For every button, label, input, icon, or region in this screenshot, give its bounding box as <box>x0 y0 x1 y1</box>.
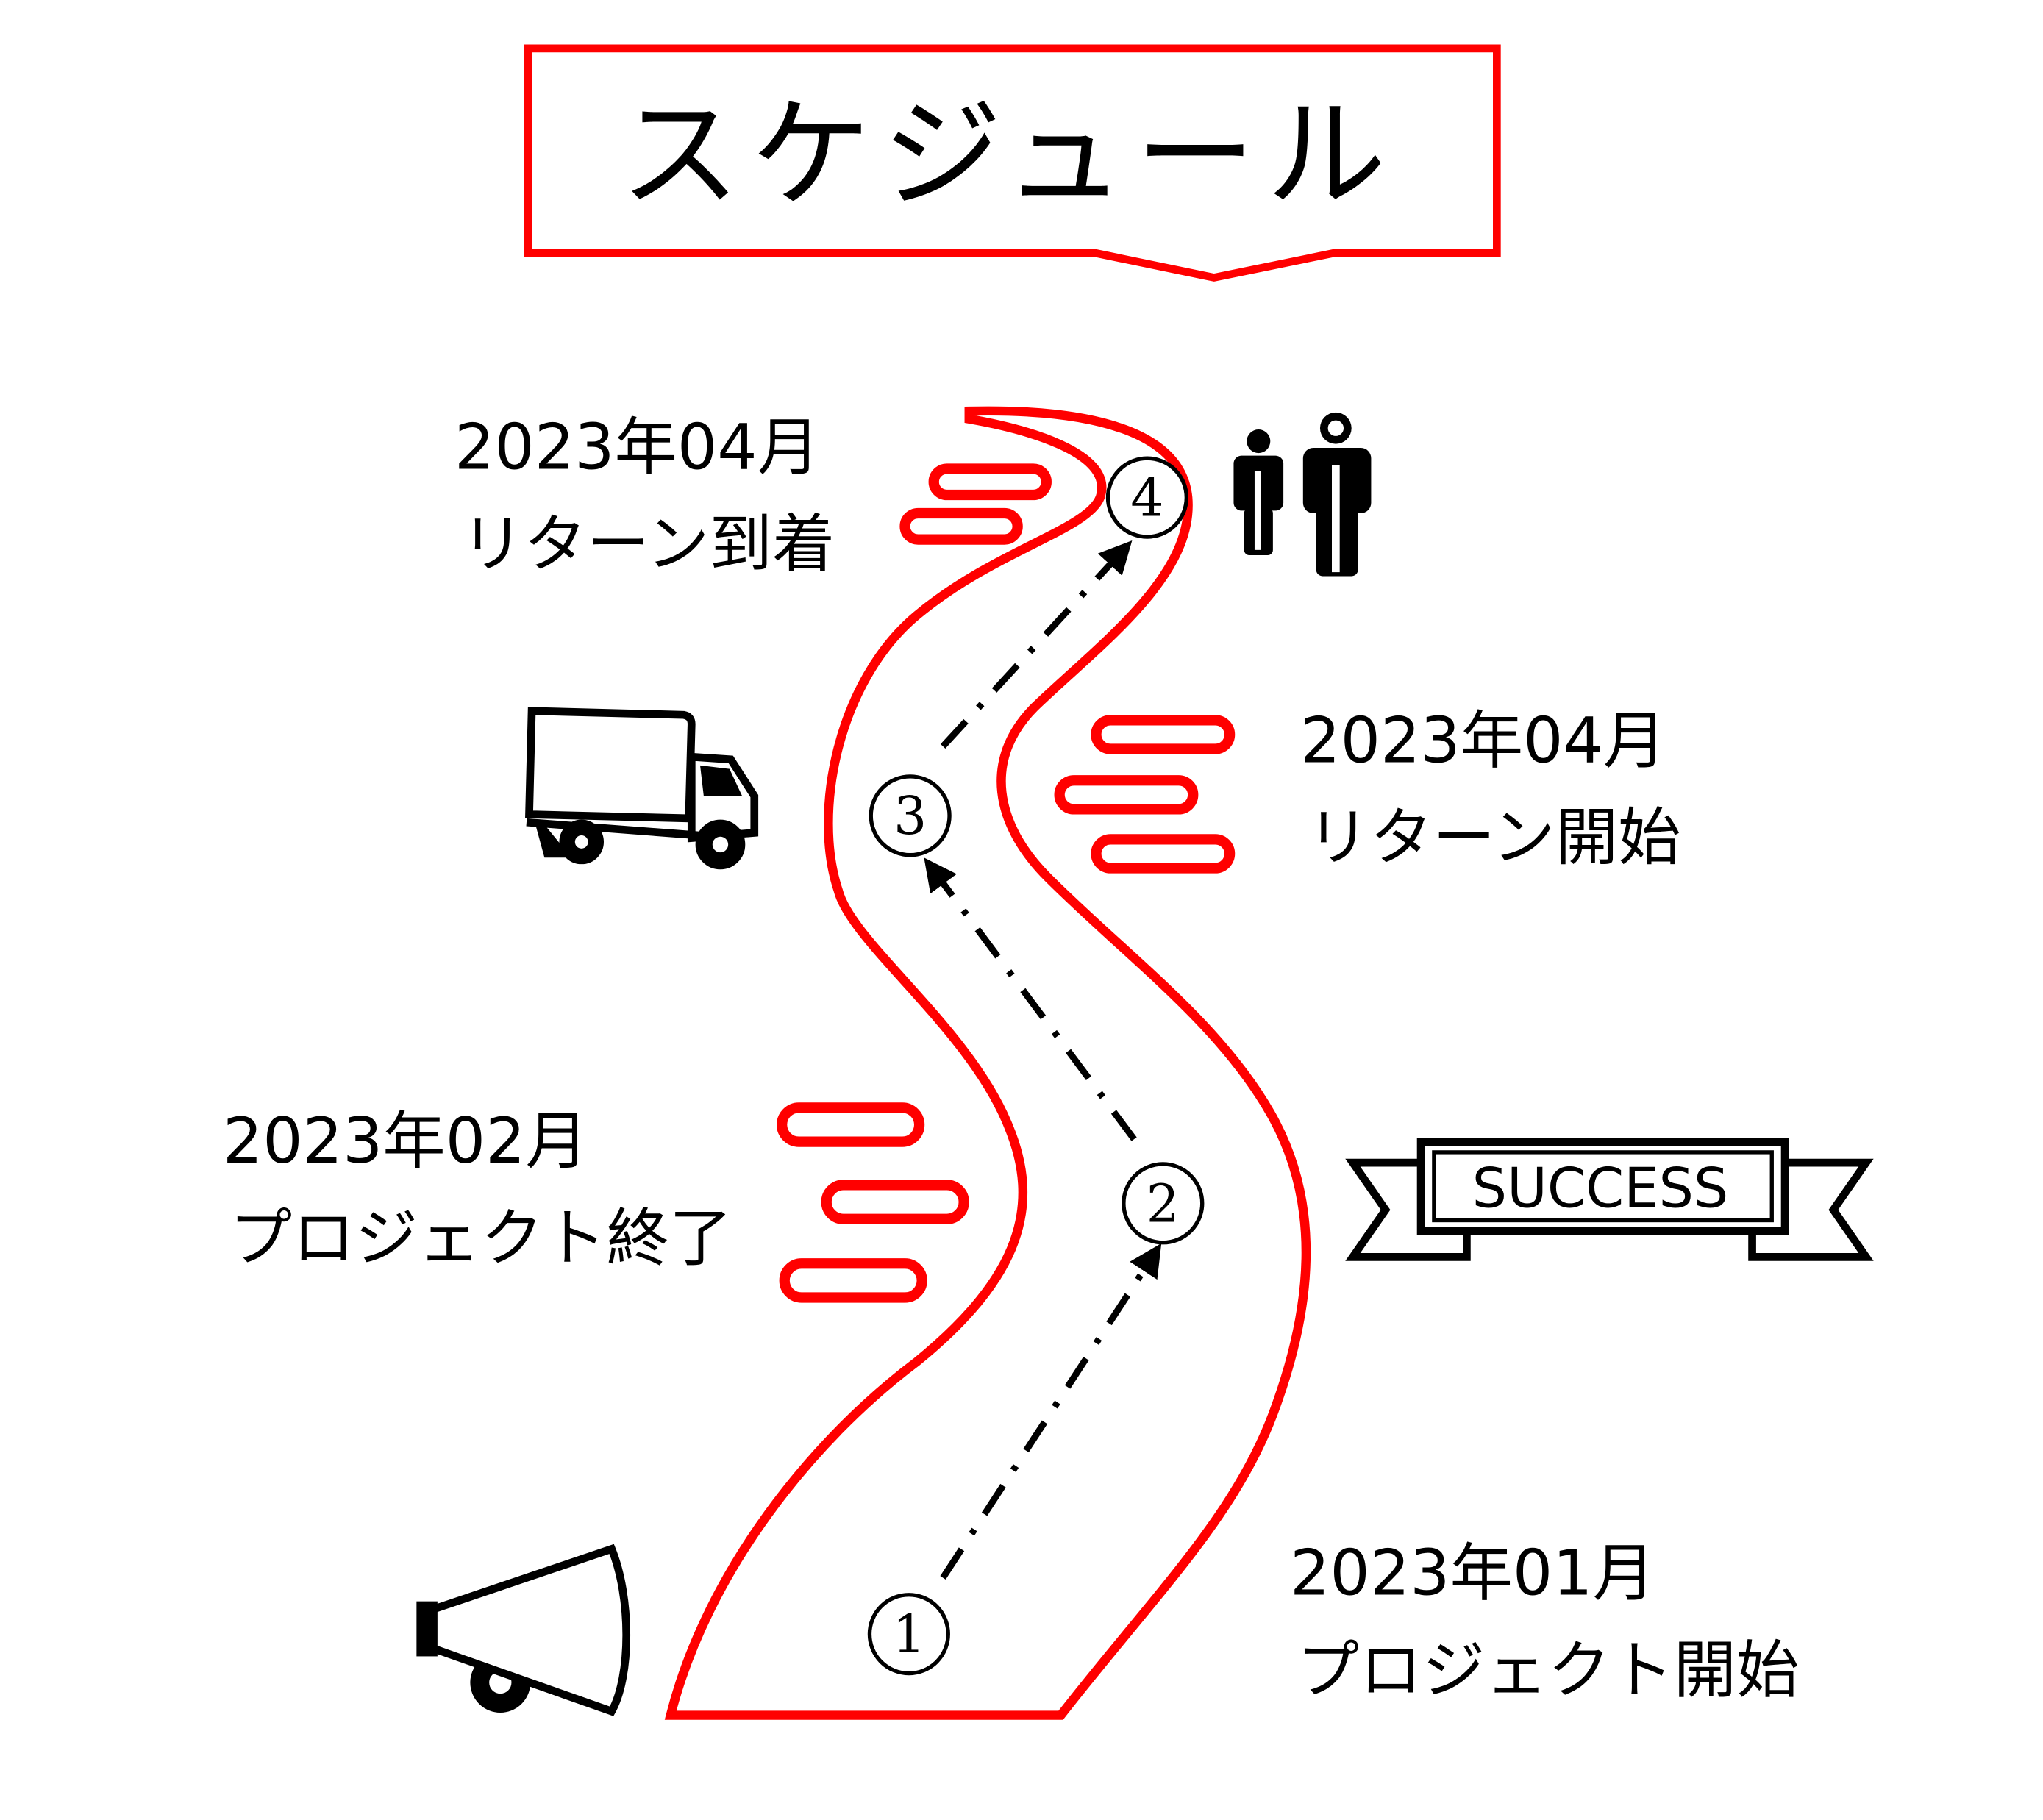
svg-text:2023年01月: 2023年01月 <box>1290 1538 1655 1610</box>
success-banner-text: SUCCESS <box>1472 1157 1729 1221</box>
step-3-marker: 3 <box>869 774 952 857</box>
truck-icon <box>525 707 759 870</box>
people-icon <box>1233 412 1372 577</box>
milestone-1-label: 2023年01月 プロジェクト開始 <box>1290 1538 1800 1707</box>
svg-text:プロジェクト終了: プロジェクト終了 <box>229 1202 732 1275</box>
step-4-marker: 4 <box>1105 456 1189 539</box>
svg-text:2023年04月: 2023年04月 <box>454 411 820 484</box>
megaphone-icon <box>416 1544 631 1716</box>
milestone-4-label: 2023年04月 リターン到着 <box>454 411 835 581</box>
step-2-marker: 2 <box>1122 1162 1205 1245</box>
success-banner-icon: SUCCESS <box>1345 1138 1874 1261</box>
road <box>664 406 1311 1720</box>
path-arrows <box>924 540 1162 1580</box>
page-title: スケジュール <box>620 85 1397 225</box>
svg-text:2: 2 <box>1147 1173 1180 1234</box>
step-1-marker: 1 <box>867 1593 950 1676</box>
svg-text:リターン到着: リターン到着 <box>461 508 835 581</box>
svg-text:2023年04月: 2023年04月 <box>1300 704 1666 777</box>
title-box: スケジュール <box>524 44 1501 282</box>
arrow-2-to-3 <box>924 857 1137 1141</box>
milestone-3-label: 2023年04月 リターン開始 <box>1300 704 1680 874</box>
arrow-1-to-2 <box>940 1243 1162 1580</box>
svg-text:3: 3 <box>894 785 927 846</box>
svg-text:プロジェクト開始: プロジェクト開始 <box>1297 1635 1800 1707</box>
speed-lines <box>777 463 1236 1303</box>
svg-text:1: 1 <box>892 1604 925 1665</box>
svg-text:リターン開始: リターン開始 <box>1307 802 1680 874</box>
svg-text:2023年02月: 2023年02月 <box>223 1105 588 1178</box>
milestone-2-label: 2023年02月 プロジェクト終了 <box>223 1105 732 1275</box>
svg-text:4: 4 <box>1130 468 1163 529</box>
arrow-3-to-4 <box>940 540 1133 749</box>
